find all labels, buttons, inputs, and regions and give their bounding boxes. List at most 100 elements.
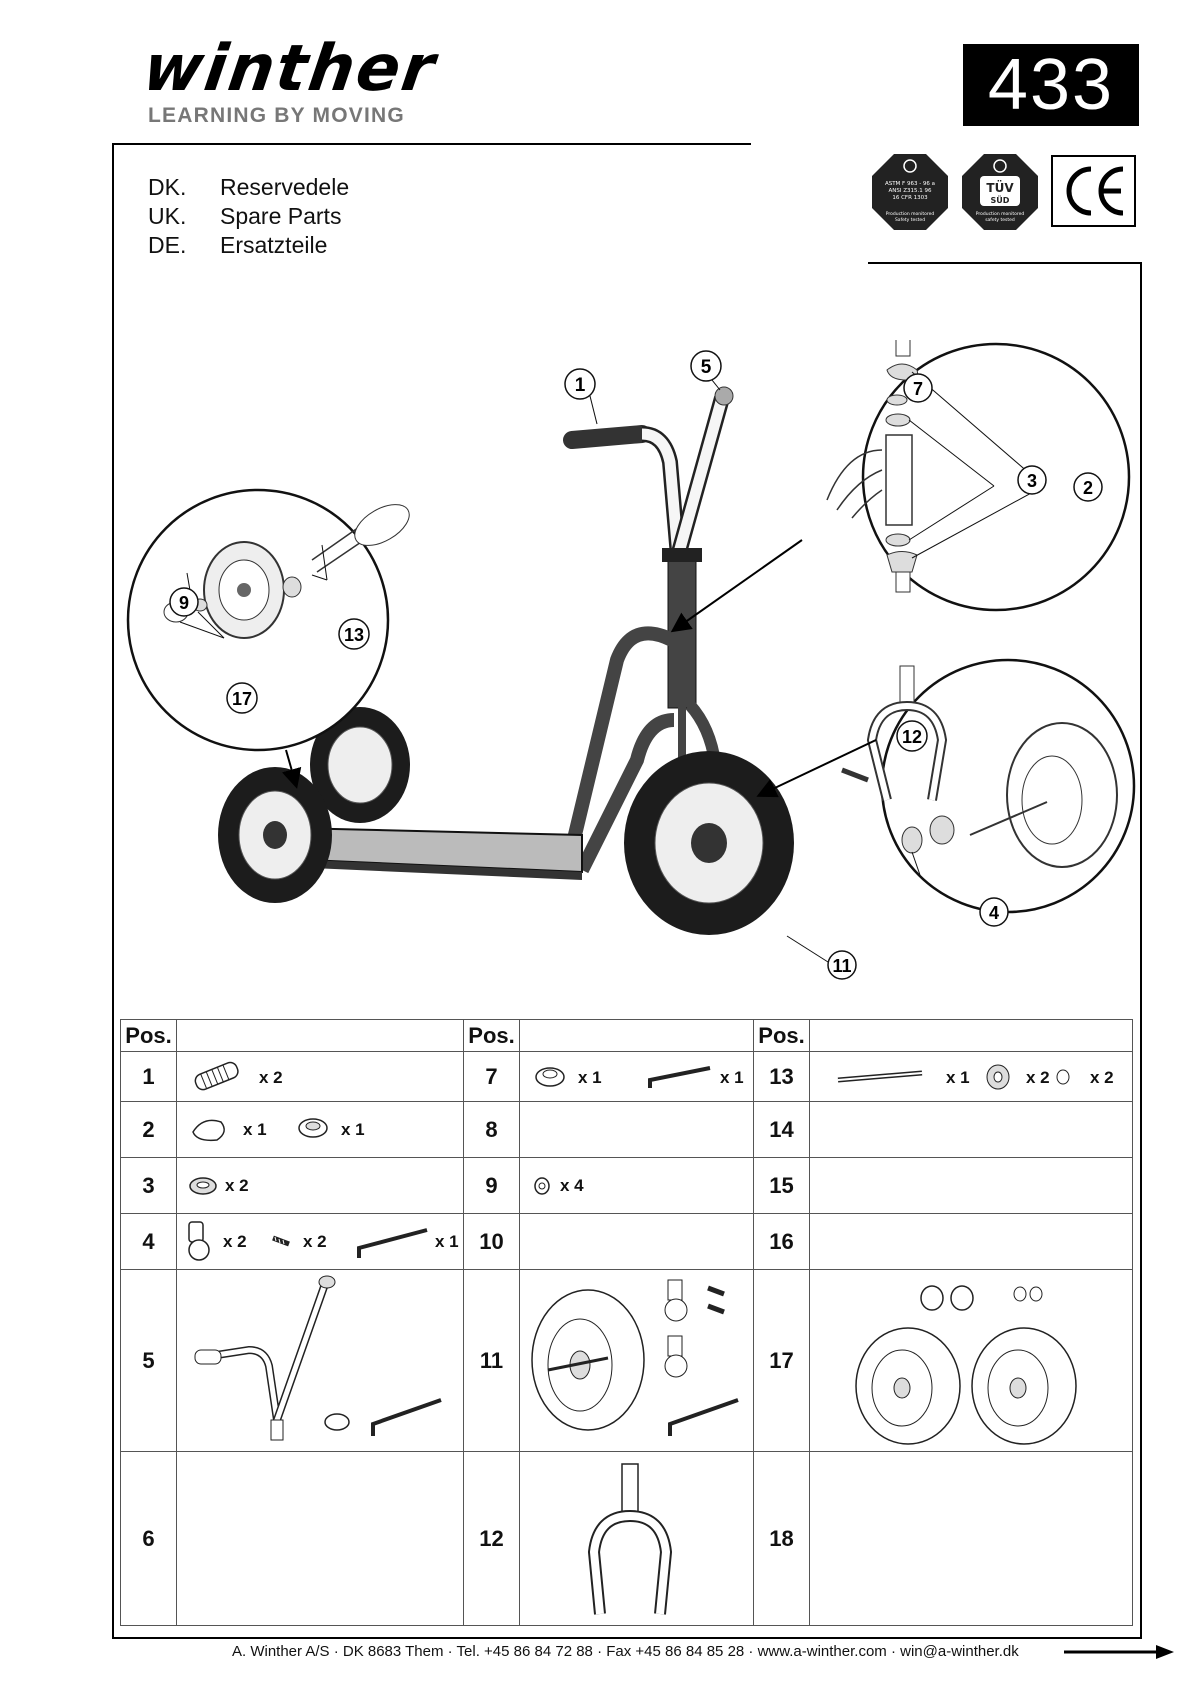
pos-number: 5: [120, 1269, 177, 1452]
part-cell: x 1 x 1: [519, 1051, 754, 1102]
pos-number: 8: [463, 1101, 520, 1158]
lang-label: Reservedele: [220, 174, 350, 200]
washer-icon: [986, 1064, 1010, 1090]
part-cell: [176, 1269, 464, 1452]
detail-rear-wheel: [126, 488, 410, 752]
tuv-badge: TÜV SÜD Production monitored safety test…: [962, 154, 1038, 230]
quantity: x 1: [578, 1068, 602, 1087]
ce-mark: [1066, 166, 1124, 216]
quantity: x 1: [720, 1068, 744, 1087]
hex-key-icon: [371, 1398, 442, 1436]
svg-text:11: 11: [832, 956, 851, 976]
next-page-arrow-icon: [1064, 1645, 1174, 1659]
detail-steering-head: [826, 340, 1131, 612]
svg-text:2: 2: [1083, 478, 1093, 498]
pos-number: 17: [753, 1269, 810, 1452]
lang-uk: UK. Spare Parts: [148, 203, 341, 230]
lang-code: DK.: [148, 174, 187, 200]
callout-9: 9: [169, 587, 199, 617]
pos-header: Pos.: [463, 1019, 520, 1052]
clamp-upper-icon: [192, 1119, 225, 1142]
quantity: x 1: [435, 1232, 459, 1251]
svg-text:Safety tested: Safety tested: [895, 217, 925, 223]
callout-13: 13: [338, 618, 370, 650]
pos-number: 18: [753, 1451, 810, 1626]
pos-number: 2: [120, 1101, 177, 1158]
detail-front-fork: [841, 658, 1136, 914]
table-row: 4 x 2 x 2 x 1 10 16: [120, 1213, 1133, 1270]
pos-number: 15: [753, 1157, 810, 1214]
svg-text:17: 17: [232, 689, 252, 709]
winther-logo: winther: [148, 40, 443, 100]
svg-text:3: 3: [1027, 471, 1037, 491]
bearing-cup-icon: [189, 1177, 217, 1195]
handlebar-icon: [194, 1275, 336, 1441]
quantity: x 2: [223, 1232, 247, 1251]
svg-text:7: 7: [913, 379, 923, 399]
quantity: x 2: [225, 1176, 249, 1195]
table-header-row: Pos. Pos. Pos.: [120, 1019, 1133, 1052]
cap-nut-icon: [534, 1177, 550, 1195]
clamp-icon: [324, 1413, 350, 1431]
svg-text:TÜV: TÜV: [986, 180, 1014, 195]
callout-1: 1: [564, 368, 598, 425]
svg-text:Production monitored: Production monitored: [976, 211, 1025, 217]
svg-text:13: 13: [344, 625, 364, 645]
svg-text:Production monitored: Production monitored: [886, 211, 935, 217]
part-cell: x 4: [519, 1157, 754, 1214]
footer-contact: A. Winther A/S · DK 8683 Them · Tel. +45…: [232, 1643, 1019, 1660]
svg-text:SÜD: SÜD: [991, 195, 1010, 205]
svg-text:safety tested: safety tested: [985, 217, 1015, 223]
axle-icon: [837, 1070, 923, 1083]
pos-number: 7: [463, 1051, 520, 1102]
front-wheel-icon: [531, 1289, 645, 1431]
part-cell: [519, 1213, 754, 1270]
frame-bottom: [112, 1637, 1142, 1639]
table-row: 3 x 2 9 x 4 15: [120, 1157, 1133, 1214]
svg-text:ANSI Z315.1 96: ANSI Z315.1 96: [889, 188, 932, 194]
lang-code: UK.: [148, 203, 187, 229]
quantity: x 4: [560, 1176, 584, 1195]
callout-7: 7: [903, 373, 933, 403]
pos-number: 3: [120, 1157, 177, 1214]
part-cell: [519, 1101, 754, 1158]
quantity: x 2: [259, 1068, 283, 1087]
clamp-icon: [535, 1067, 565, 1087]
svg-text:12: 12: [902, 727, 922, 747]
svg-text:ASTM F 963 - 96 a: ASTM F 963 - 96 a: [885, 181, 935, 187]
lang-dk: DK. Reservedele: [148, 174, 349, 201]
svg-text:16 CFR 1303: 16 CFR 1303: [892, 195, 928, 201]
pos-number: 4: [120, 1213, 177, 1270]
pos-header: Pos.: [120, 1019, 177, 1052]
frame-top-right: [868, 262, 1142, 264]
rear-wheel-icon: [855, 1327, 1077, 1445]
lang-label: Spare Parts: [220, 203, 342, 229]
front-fork-icon: [587, 1463, 673, 1615]
lang-code: DE.: [148, 232, 187, 258]
set-screw-icon: [272, 1235, 290, 1247]
svg-text:5: 5: [701, 357, 712, 378]
table-row: 5 11: [120, 1269, 1133, 1452]
arrow-to-rear-wheel: [281, 749, 302, 789]
part-cell: [519, 1269, 754, 1452]
part-cell: [809, 1101, 1133, 1158]
quantity: x 1: [946, 1068, 970, 1087]
svg-text:1: 1: [575, 375, 586, 396]
hex-key-icon: [668, 1398, 739, 1436]
tagline: LEARNING BY MOVING: [148, 104, 405, 127]
frame-right: [1140, 262, 1142, 1639]
pos-number: 12: [463, 1451, 520, 1626]
scooter-exploded-diagram: 1 5 7 3 2 9 13 17 12 4 11: [126, 340, 1136, 980]
part-cell: [809, 1213, 1133, 1270]
pos-number: 10: [463, 1213, 520, 1270]
lang-label: Ersatzteile: [220, 232, 328, 258]
pos-number: 13: [753, 1051, 810, 1102]
part-cell: x 2 x 2 x 1: [176, 1213, 464, 1270]
callout-2: 2: [1073, 472, 1103, 502]
cap-nut-icon: [1056, 1069, 1070, 1085]
quantity: x 2: [303, 1232, 327, 1251]
callout-5: 5: [690, 350, 722, 391]
model-number: 433: [963, 44, 1139, 126]
set-screw-icon: [707, 1285, 725, 1315]
callout-3: 3: [1017, 465, 1047, 495]
